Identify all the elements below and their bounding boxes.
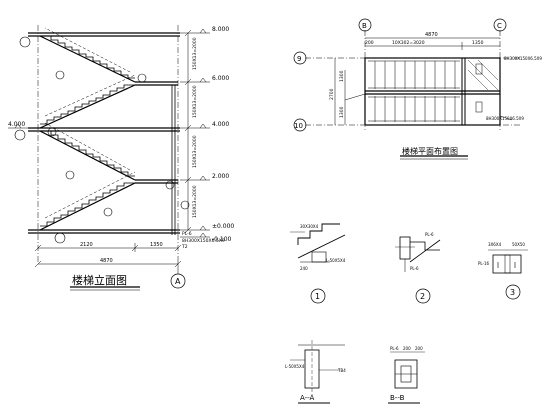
stair-flight-4	[39, 35, 136, 83]
detail-callout	[65, 170, 75, 180]
beam-section-mark	[475, 63, 483, 75]
detail-2	[395, 236, 441, 304]
flight-dim: 150X13=2000	[192, 135, 198, 168]
flight-dim: 150X13=2000	[192, 37, 198, 70]
flight-dim: 150X13=2000	[192, 185, 198, 218]
section-note: TB4	[337, 368, 346, 373]
detail-callout	[180, 200, 190, 210]
level-label: 2.000	[212, 173, 229, 180]
detail-number: 1	[315, 292, 320, 301]
detail-note: L-50X5X4	[326, 258, 346, 263]
section-note: PL-6	[390, 346, 399, 351]
axis-bubble-9	[293, 51, 307, 65]
stair-flight-1	[39, 182, 136, 231]
plan-title: 楼梯平面布置图	[402, 146, 458, 156]
axis-bubble-10	[293, 118, 307, 132]
stair-flight-3	[39, 84, 136, 129]
detail-number: 2	[420, 292, 425, 301]
detail-callout	[55, 70, 65, 80]
beam-section-mark	[475, 101, 483, 113]
callout-text: T2	[181, 244, 188, 250]
section-title: B--B	[390, 394, 405, 402]
callout-text: PL-6	[182, 231, 192, 237]
axis-label-b: B	[362, 22, 367, 30]
dim-text: 1300	[339, 106, 345, 118]
axis-bubble-b	[358, 18, 372, 32]
detail-number: 3	[510, 288, 515, 297]
level-marks-right	[180, 28, 210, 238]
axis-label-10: 10	[294, 122, 303, 130]
flight-dim: 150X13=2000	[192, 85, 198, 118]
detail-note: 50X50	[512, 242, 525, 247]
detail-callout	[47, 127, 57, 137]
level-label: 6.000	[212, 75, 229, 82]
section-note: L-50X5X4	[285, 364, 305, 369]
detail-note: 30X30X4	[300, 224, 319, 229]
section-note: 200	[403, 346, 411, 351]
dim-text: 10X302=3020	[392, 40, 425, 46]
detail-note: PL-6	[410, 266, 419, 271]
dim-text: 2700	[329, 88, 335, 100]
beam-note: 8H300X150X6.5X9	[504, 56, 542, 61]
dim-text: 2120	[80, 242, 93, 248]
elevation-title: 楼梯立面图	[72, 273, 127, 287]
axis-label-9: 9	[297, 55, 301, 63]
plan-view	[293, 18, 520, 160]
dim-text: 1350	[472, 40, 484, 46]
detail-callout	[165, 180, 175, 190]
detail-callout	[137, 73, 147, 83]
plan-treads-upper	[368, 60, 460, 89]
section-note: 200	[415, 346, 423, 351]
level-label: 4.000	[212, 121, 229, 128]
dim-text: 1300	[339, 70, 345, 82]
dim-text: 200	[365, 40, 374, 46]
section-a-a	[290, 340, 345, 404]
detail-note: 240	[300, 266, 308, 271]
section-b-b	[388, 351, 425, 404]
level-label: 8.000	[212, 26, 229, 33]
detail-1	[290, 223, 346, 304]
axis-label-a: A	[175, 277, 181, 286]
section-title: A--A	[300, 394, 315, 402]
level-label: -0.100	[212, 236, 232, 243]
beam-note: 8H300X150X6.5X9	[486, 116, 524, 121]
dim-text: 4870	[100, 258, 113, 264]
axis-bubble-a	[170, 273, 186, 289]
axis-bubble-c	[493, 18, 507, 32]
elevation-view	[8, 25, 210, 291]
detail-callout	[54, 232, 66, 244]
detail-callout	[14, 129, 26, 141]
callout-text: 8H300X150X6.5X9	[182, 238, 225, 244]
detail-callout	[103, 207, 113, 217]
detail-note: 3X6X4	[488, 242, 502, 247]
detail-note: PL-6	[425, 232, 434, 237]
detail-callout	[19, 36, 31, 48]
plan-treads-lower	[368, 96, 460, 122]
dim-text: 4870	[425, 32, 438, 38]
level-label-left: 4.000	[8, 121, 25, 128]
level-label: ±0.000	[212, 223, 234, 230]
axis-label-c: C	[497, 22, 502, 30]
detail-note: PL-16	[478, 261, 490, 266]
stair-flight-2	[39, 130, 136, 181]
detail-3	[488, 249, 528, 300]
dim-text: 1350	[150, 242, 163, 248]
